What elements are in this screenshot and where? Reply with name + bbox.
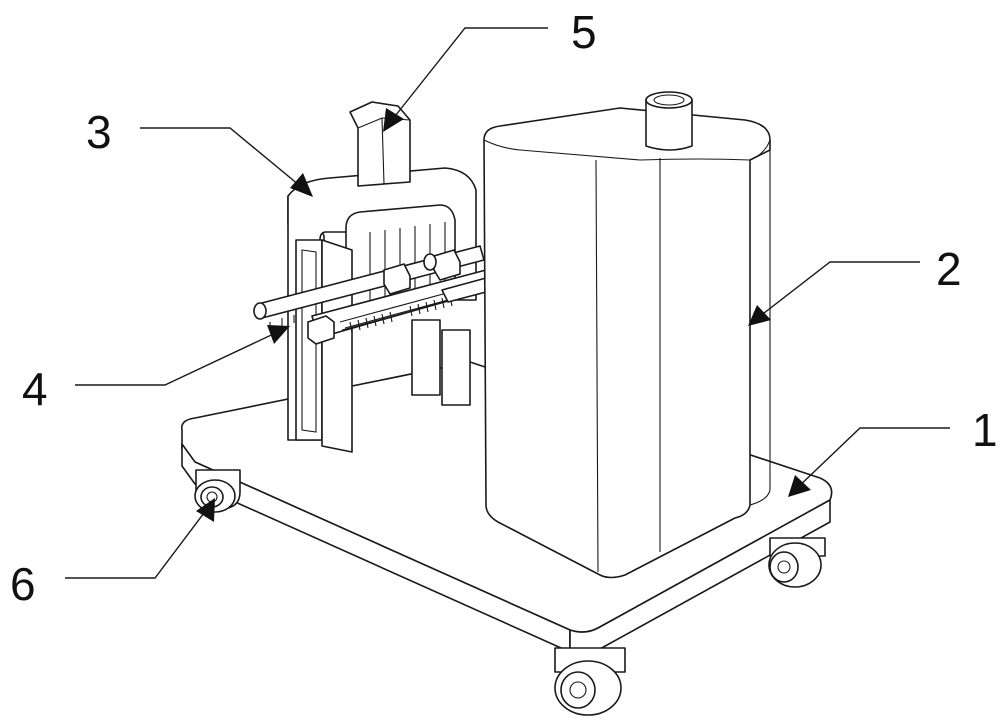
label-4: 4 — [22, 363, 48, 415]
label-1: 1 — [972, 404, 998, 456]
leader-line-3 — [140, 127, 313, 197]
caster-front-left — [194, 469, 241, 513]
label-6: 6 — [10, 558, 36, 610]
leader-line-1 — [788, 427, 950, 497]
label-5: 5 — [571, 6, 597, 58]
leader-line-4 — [75, 325, 290, 386]
leader-line-2 — [748, 261, 920, 326]
leader-line-6 — [65, 498, 215, 579]
caster-front — [554, 647, 626, 716]
leader-line-5 — [383, 27, 548, 132]
hopper — [349, 101, 411, 187]
label-2: 2 — [936, 243, 962, 295]
label-3: 3 — [86, 106, 112, 158]
rail-assembly — [253, 245, 487, 345]
caster-right — [768, 537, 826, 588]
tank — [483, 91, 771, 579]
